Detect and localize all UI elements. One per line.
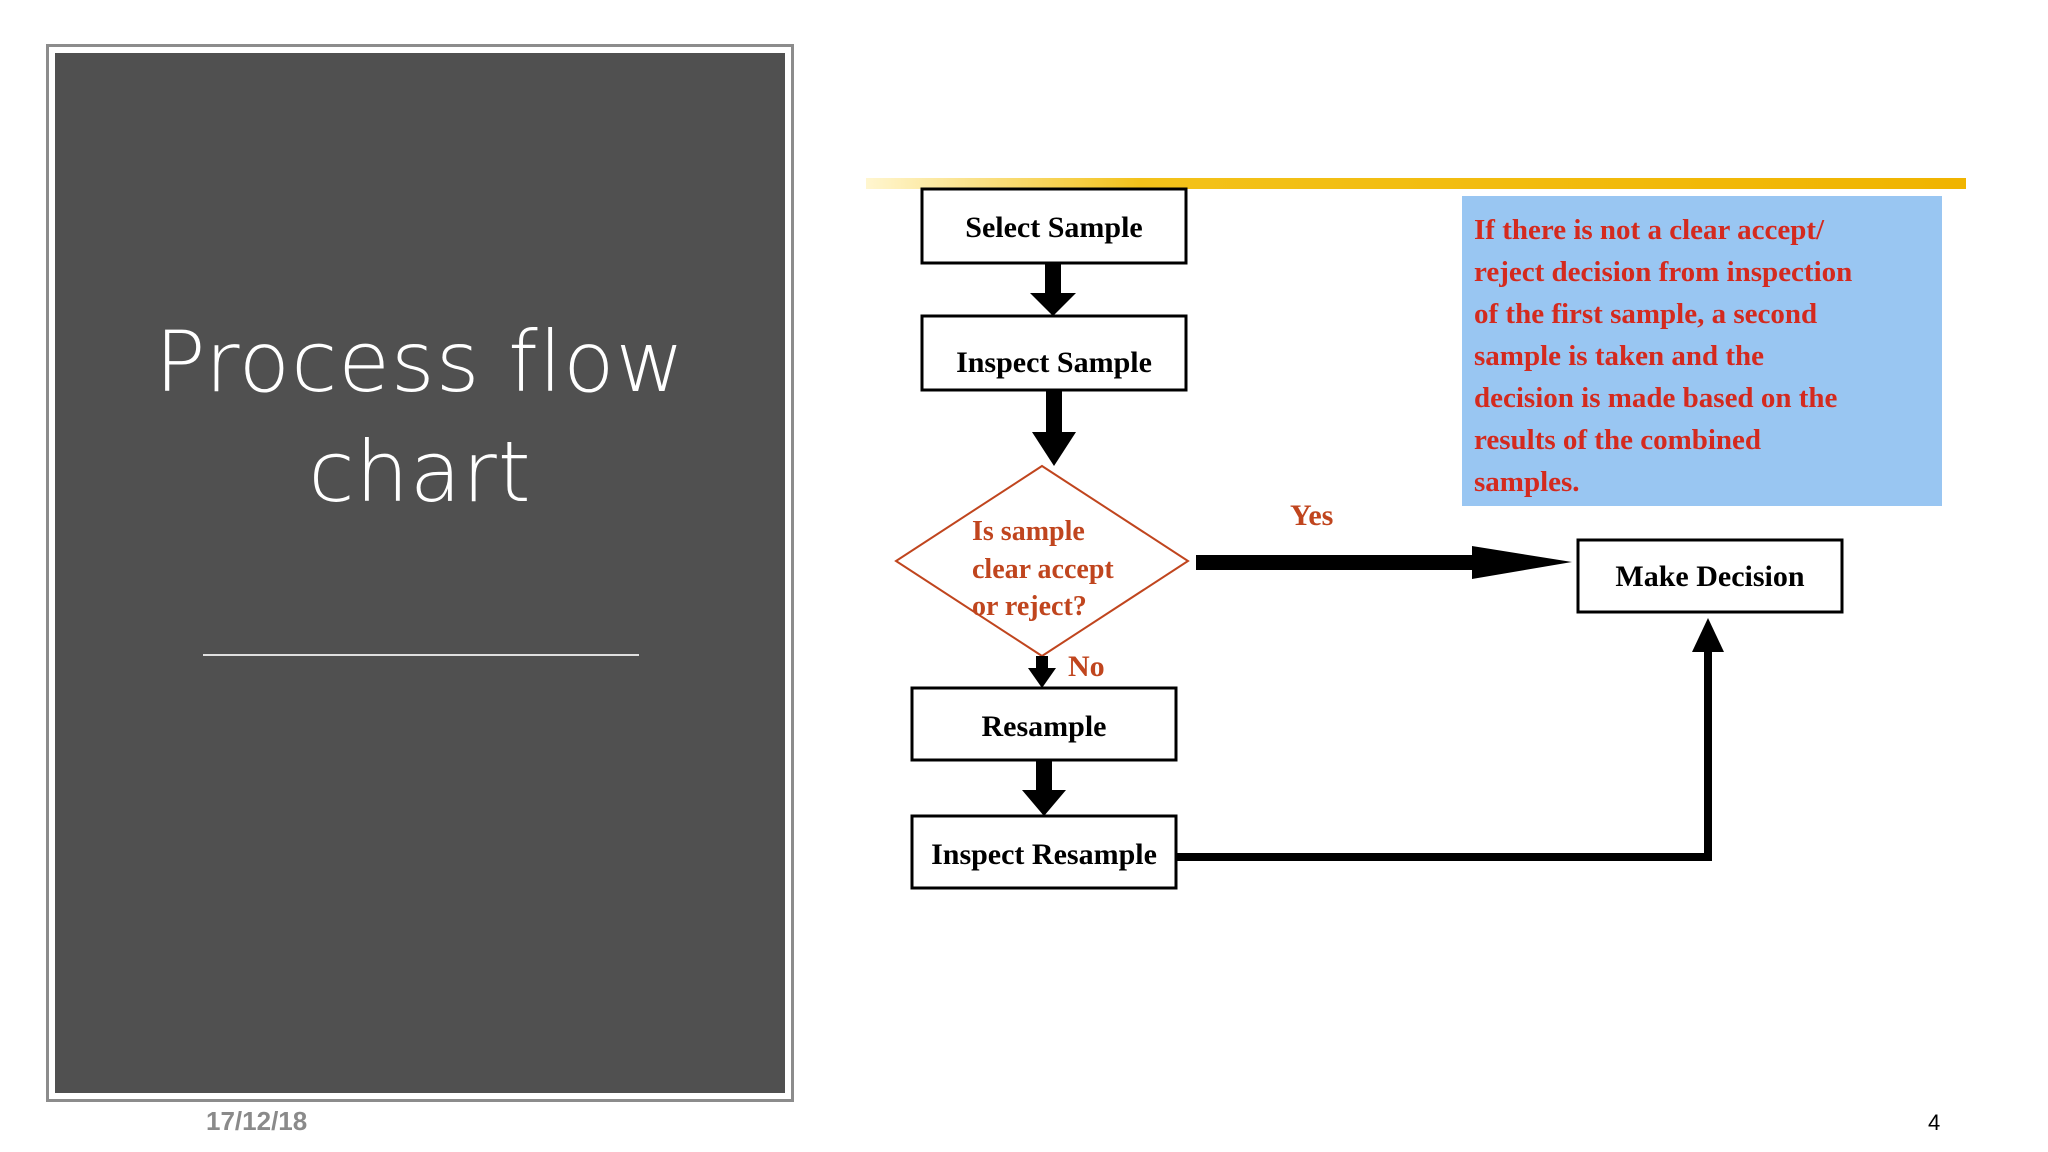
arrow-no-to-resample [1028,656,1056,688]
title-divider [203,654,639,656]
note-line: of the first sample, a second [1474,298,1817,330]
decision-line: Is sample [972,516,1085,547]
arrow-inspect-to-decision [1032,390,1076,466]
no-label: No [1068,650,1105,683]
note-line: results of the combined [1474,424,1761,456]
decision-line: or reject? [972,591,1087,622]
note-line: decision is made based on the [1474,382,1837,414]
resample-box [910,686,1178,762]
make-decision-box [1576,538,1844,614]
process-flowchart-image: If there is not a clear accept/ reject d… [866,178,1966,908]
title-panel: Process flow chart [46,44,794,1102]
slide-title-line-2: chart [308,423,532,521]
yes-label: Yes [1290,499,1333,532]
note-line: sample is taken and the [1474,340,1764,372]
note-line: If there is not a clear accept/ [1474,214,1825,246]
page-number: 4 [1928,1110,1941,1135]
arrow-resample-to-inspect-resample [1022,760,1066,816]
select-sample-box [920,187,1188,265]
inspect-resample-box [910,814,1178,890]
make-decision-label: Make Decision [1615,560,1804,593]
flowchart-top-banner [866,178,1966,189]
arrow-inspect-resample-to-decision [1176,618,1724,861]
select-sample-label: Select Sample [965,211,1142,244]
decision-line: clear accept [972,554,1114,585]
arrow-select-to-inspect [1030,263,1076,316]
note-text: If there is not a clear accept/ reject d… [1474,214,1852,498]
slide-title-line-1: Process flow [154,313,686,411]
inspect-sample-label: Inspect Sample [956,346,1152,379]
decision-text: Is sample clear accept or reject? [972,516,1114,622]
inspect-sample-box [920,314,1188,392]
title-panel-fill: Process flow chart [55,53,785,1093]
slide-title: Process flow chart [55,307,785,527]
footer-date: 17/12/18 [206,1106,308,1136]
inspect-resample-label: Inspect Resample [931,838,1157,871]
note-line: samples. [1474,466,1580,498]
note-box [1462,196,1942,506]
note-line: reject decision from inspection [1474,256,1852,288]
arrow-yes-to-decision [1196,546,1572,579]
resample-label: Resample [982,710,1107,743]
